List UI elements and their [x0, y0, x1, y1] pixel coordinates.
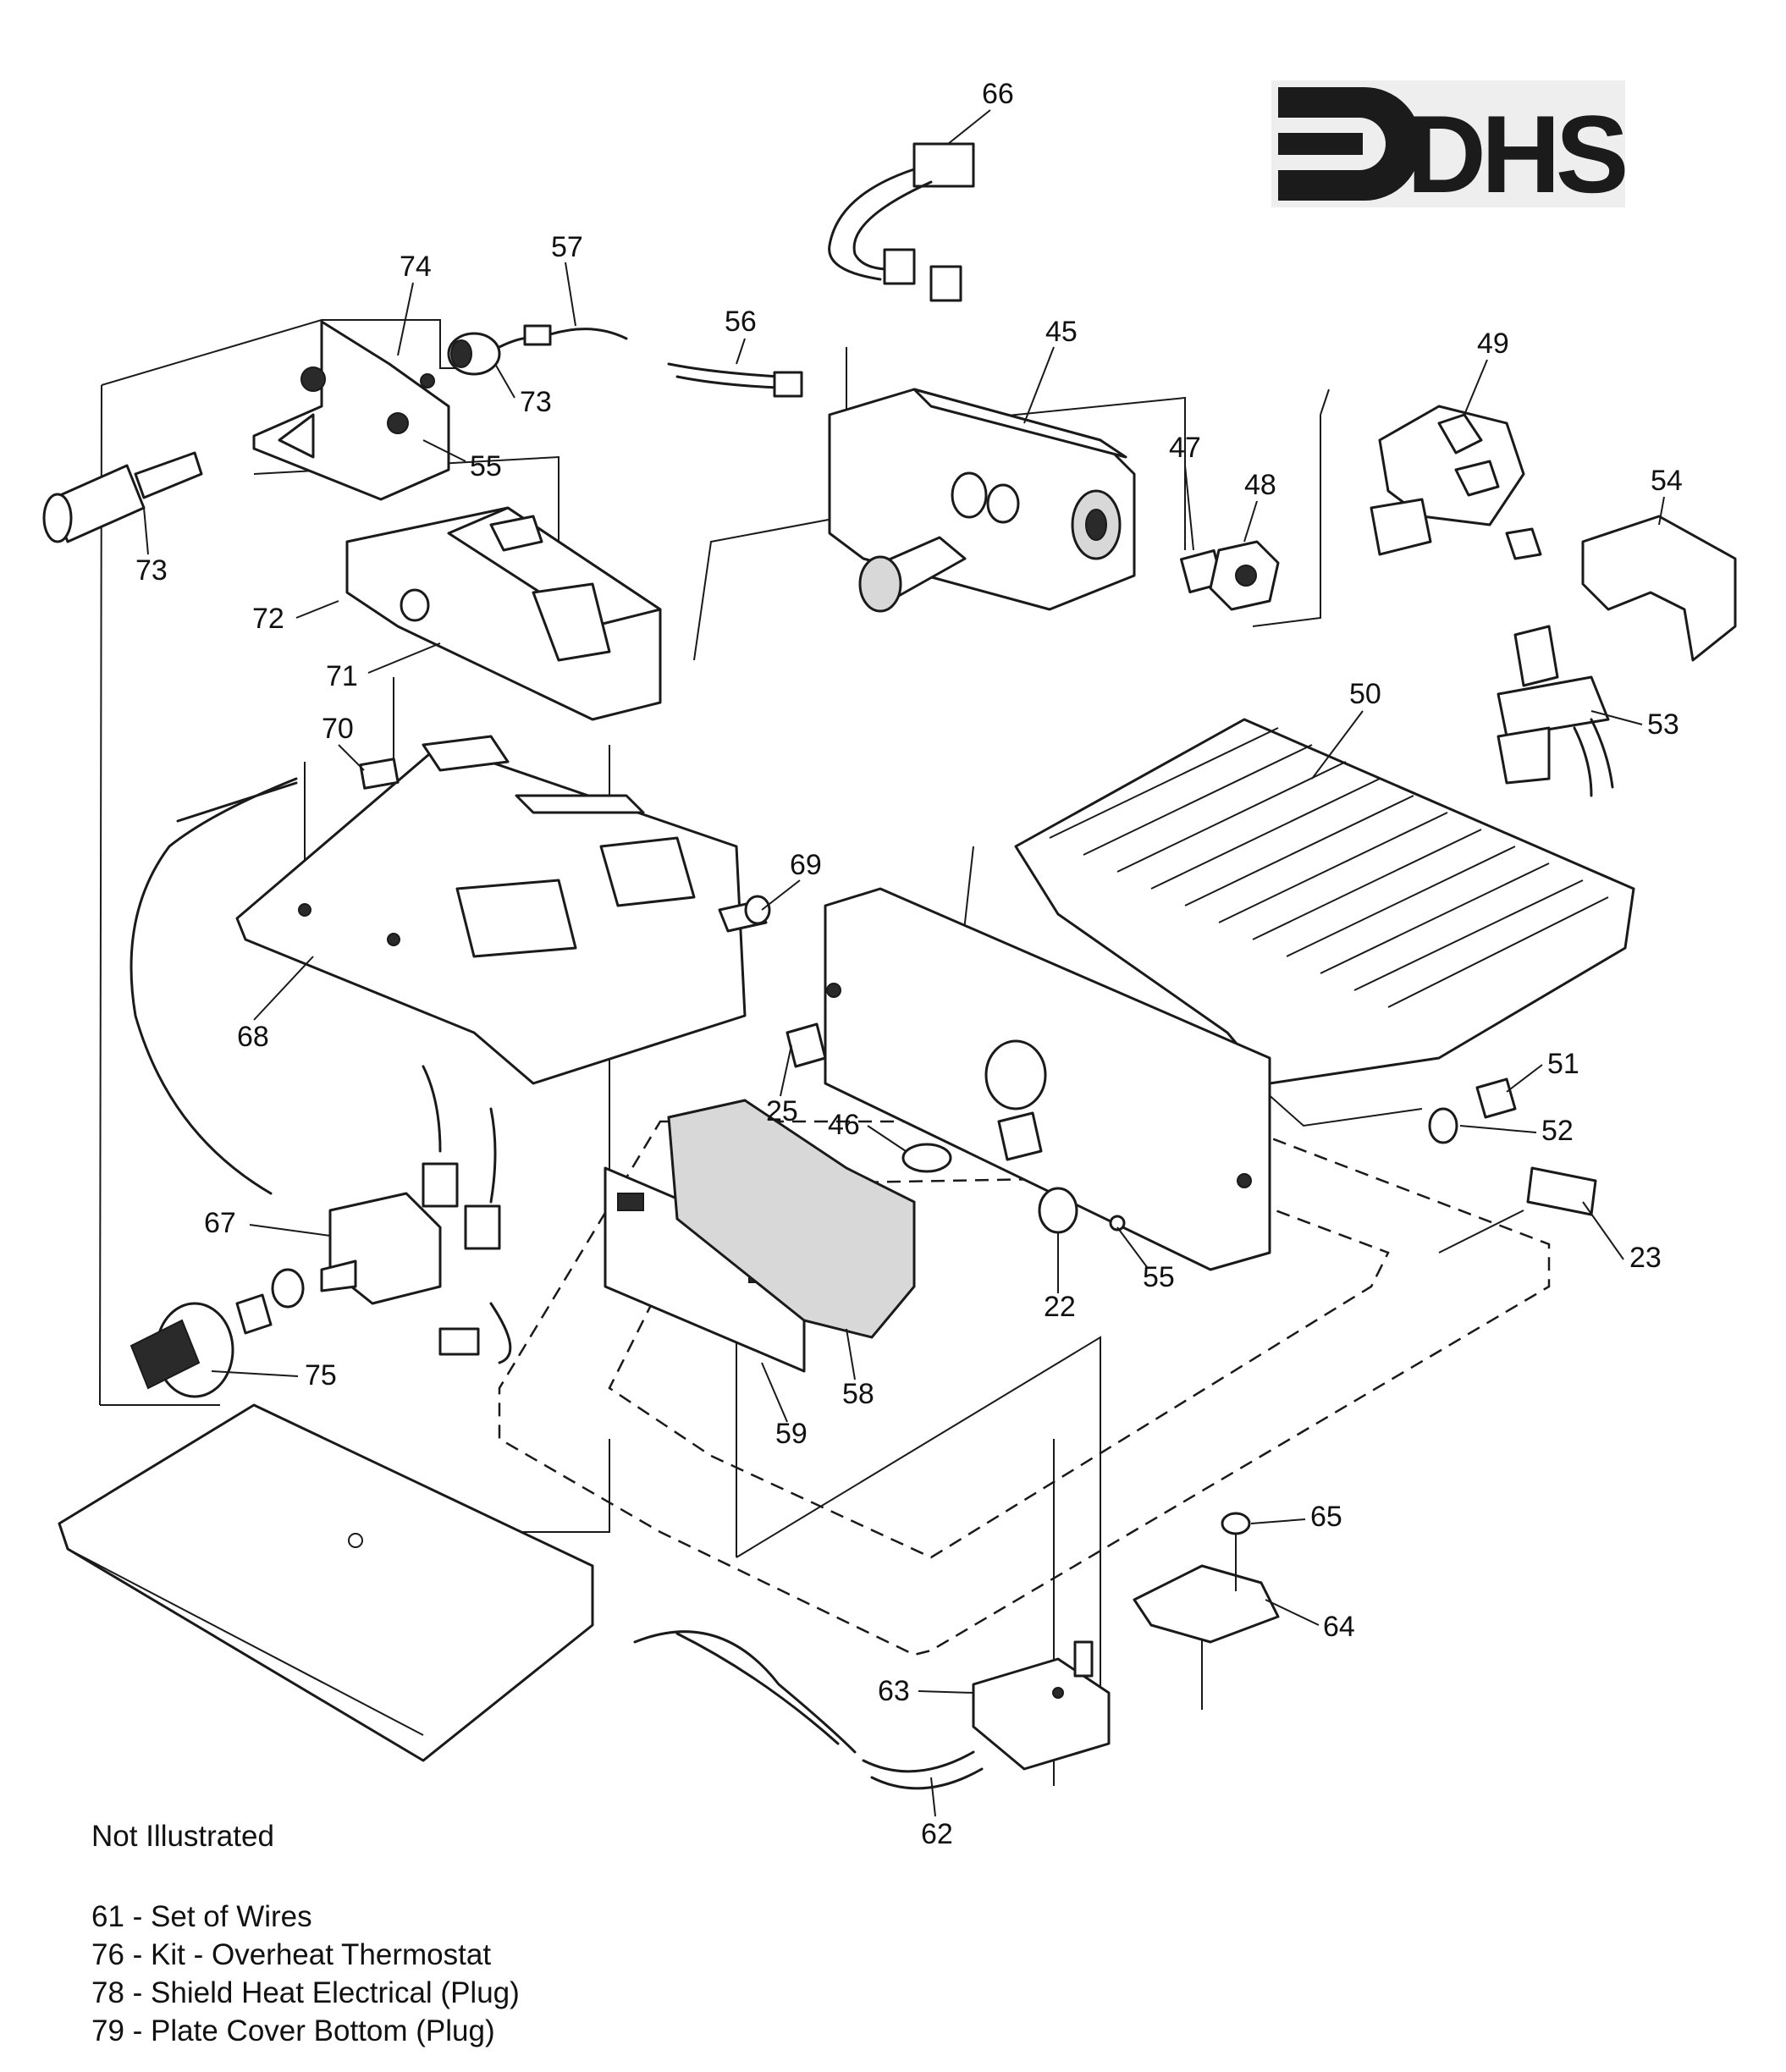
- callout-58: 58: [842, 1378, 874, 1410]
- callout-64: 64: [1323, 1611, 1355, 1643]
- assembly-lines: [99, 319, 1524, 1786]
- part-66-harness: [828, 142, 975, 302]
- legend-item-desc: Shield Heat Electrical (Plug): [151, 1976, 520, 2009]
- callout-74: 74: [400, 251, 432, 283]
- legend-item-desc: Set of Wires: [151, 1900, 312, 1933]
- legend-item-separator: -: [124, 1976, 152, 2009]
- callout-59: 59: [775, 1418, 808, 1450]
- callout-23: 23: [1629, 1242, 1662, 1274]
- logo-text: DHS: [1407, 92, 1625, 207]
- callout-49: 49: [1477, 328, 1509, 360]
- part-49-elbow: [1370, 405, 1525, 556]
- legend-item-desc: Plate Cover Bottom (Plug): [151, 2014, 495, 2047]
- callout-50: 50: [1349, 678, 1381, 710]
- callout-46: 46: [828, 1109, 860, 1141]
- legend-item-number: 76: [91, 1938, 124, 1971]
- part-48-nut: [1209, 540, 1280, 611]
- legend-item-number: 78: [91, 1976, 124, 2009]
- legend-heading: Not Illustrated: [91, 1820, 274, 1853]
- floor-outline-dashed: [498, 1120, 1551, 1656]
- part-64-switch: [1133, 1564, 1280, 1644]
- legend-item-separator: -: [124, 1938, 152, 1971]
- legend-item-number: 79: [91, 2014, 124, 2047]
- callout-47: 47: [1169, 432, 1201, 464]
- part-50-burner: [1014, 718, 1635, 1085]
- callout-45: 45: [1045, 316, 1078, 348]
- part-63-switch: [972, 1640, 1111, 1771]
- legend-item: 61 - Set of Wires: [91, 1898, 853, 1936]
- cover-plate: [58, 1403, 594, 1762]
- callout-67: 67: [204, 1207, 236, 1239]
- callout-53: 53: [1647, 708, 1679, 741]
- part-23-gasket: [1526, 1166, 1597, 1216]
- part-45-gas-valve: [828, 388, 1136, 613]
- legend-item: 76 - Kit - Overheat Thermostat: [91, 1936, 853, 1974]
- legend-item-desc: Kit - Overheat Thermostat: [151, 1938, 492, 1971]
- part-68-plate: [235, 735, 747, 1085]
- callout-71: 71: [326, 660, 358, 692]
- callout-labels: 66 57 74 56 45 49 73 55 47 48 54 73 72 7…: [135, 78, 1683, 1850]
- callout-65: 65: [1310, 1501, 1342, 1533]
- callout-52: 52: [1541, 1115, 1574, 1147]
- callout-55-upper: 55: [470, 450, 502, 482]
- callout-25: 25: [766, 1095, 798, 1127]
- legend-item-number: 61: [91, 1900, 124, 1933]
- callout-75: 75: [305, 1359, 337, 1391]
- part-53-pilot-assembly: [1497, 625, 1614, 797]
- callout-57: 57: [551, 231, 583, 263]
- callout-56: 56: [725, 306, 757, 338]
- callout-66: 66: [982, 78, 1014, 110]
- part-54-bracket: [1505, 515, 1737, 662]
- not-illustrated-legend: Not Illustrated 61 - Set of Wires 76 - K…: [91, 1820, 853, 2050]
- callout-68: 68: [237, 1021, 269, 1053]
- legend-item: 79 - Plate Cover Bottom (Plug): [91, 2012, 853, 2050]
- callout-48: 48: [1244, 469, 1276, 501]
- leader-lines: [143, 109, 1665, 1817]
- part-56-wire: [667, 362, 803, 398]
- part-69-screw: [718, 895, 771, 933]
- part-58-screen: [667, 1099, 916, 1339]
- part-70-clip: [359, 758, 400, 790]
- logo-mark: DHS: [1278, 87, 1630, 216]
- back-panel: [786, 887, 1271, 1271]
- part-67-thermostat: [130, 777, 512, 1364]
- legend-item: 78 - Shield Heat Electrical (Plug): [91, 1974, 853, 2012]
- callout-55-lower: 55: [1143, 1261, 1175, 1293]
- part-74-bracket: [252, 320, 450, 501]
- part-71-burner-box: [345, 506, 662, 721]
- part-52-washer: [1428, 1107, 1458, 1144]
- callout-62: 62: [921, 1818, 953, 1850]
- callout-51: 51: [1547, 1048, 1579, 1080]
- callout-70: 70: [322, 713, 354, 745]
- part-65-screw: [1221, 1512, 1251, 1591]
- part-62-cable: [633, 1630, 984, 1790]
- callout-69: 69: [790, 849, 822, 881]
- callout-54: 54: [1651, 465, 1683, 497]
- part-73-sensor: [447, 324, 628, 376]
- callout-22: 22: [1044, 1291, 1076, 1323]
- legend-item-separator: -: [124, 1900, 152, 1933]
- part-75-knob: [130, 1268, 305, 1398]
- dhs-logo: DHS: [1271, 80, 1630, 216]
- callout-63: 63: [878, 1675, 910, 1707]
- part-73-knob: [42, 451, 203, 543]
- logo-bracket-shape: [1278, 87, 1421, 201]
- callout-73-upper: 73: [520, 386, 552, 418]
- callout-72: 72: [252, 603, 284, 635]
- legend-item-separator: -: [124, 2014, 152, 2047]
- callout-73-left: 73: [135, 554, 168, 587]
- part-51-fitting: [1475, 1077, 1517, 1119]
